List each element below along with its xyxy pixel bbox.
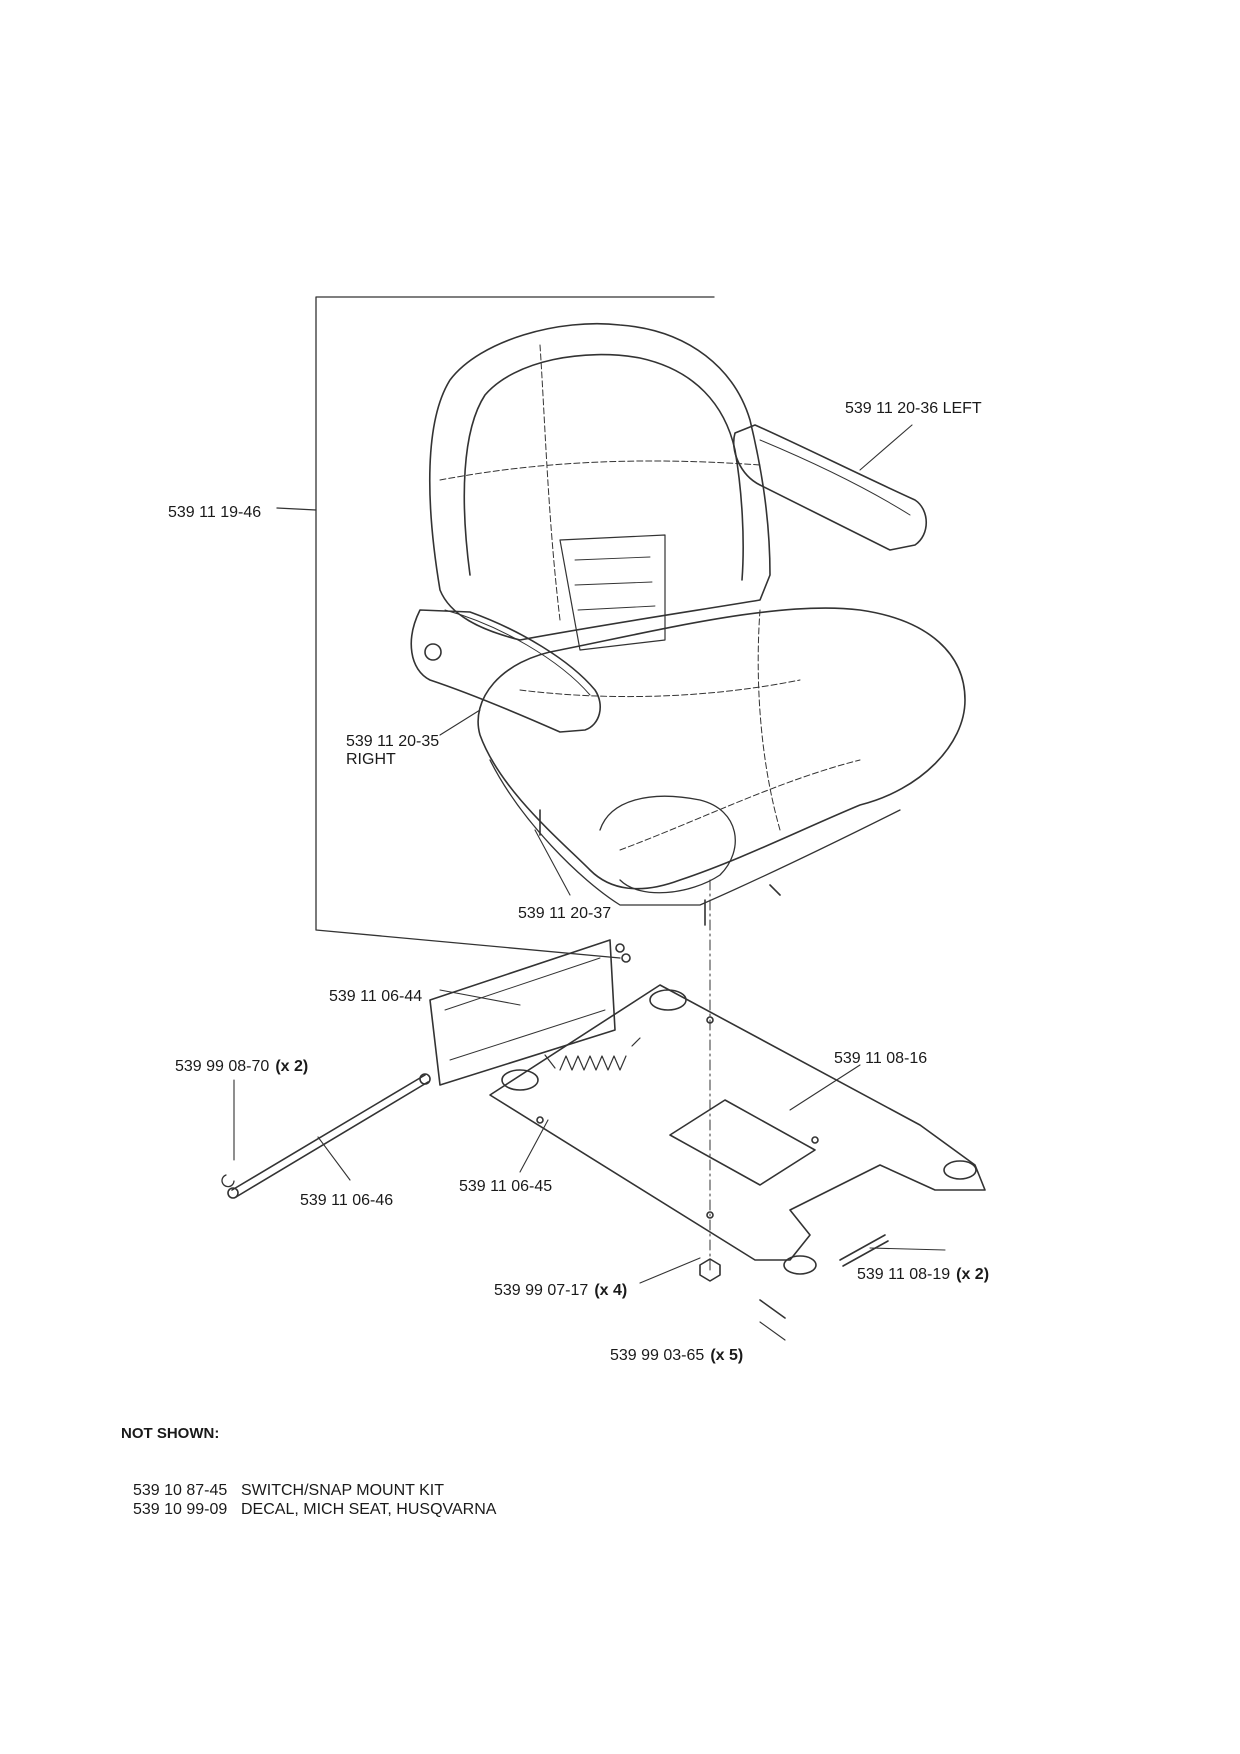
right-armrest <box>410 609 601 733</box>
not-shown-description: DECAL, MICH SEAT, HUSQVARNA <box>241 1501 497 1518</box>
not-shown-list: 539 10 87-45 SWITCH/SNAP MOUNT KIT 539 10… <box>133 1481 496 1519</box>
not-shown-part-number: 539 10 99-09 <box>133 1501 228 1518</box>
callout-part-number: 539 11 20-35 <box>346 733 440 750</box>
callout-quantity: (x 2) <box>275 1058 309 1075</box>
not-shown-part-number: 539 10 87-45 <box>133 1482 228 1499</box>
callout-part-number: 539 11 06-46 <box>300 1192 394 1209</box>
callout-slide-rail: 539 11 06-44 <box>329 988 422 1006</box>
callout-part-number: 539 11 19-46 <box>168 504 262 521</box>
callout-spring: 539 11 06-45 <box>459 1178 552 1196</box>
callout-right-armrest: 539 11 20-35 RIGHT <box>346 733 439 769</box>
not-shown-item: 539 10 87-45 SWITCH/SNAP MOUNT KIT <box>133 1481 496 1500</box>
callout-mounting-plate: 539 11 08-16 <box>834 1050 927 1068</box>
callout-cotter-pin: 539 99 03-65 (x 5) <box>610 1347 743 1365</box>
callout-seat-assembly: 539 11 19-46 <box>168 504 261 522</box>
callout-part-number: 539 11 06-45 <box>459 1178 553 1195</box>
callout-seat-base: 539 11 20-37 <box>518 905 611 923</box>
callout-description: RIGHT <box>346 751 396 768</box>
spring <box>544 1037 641 1071</box>
callout-description: LEFT <box>942 400 982 417</box>
seat-slide-rail <box>429 939 631 1086</box>
callout-quantity: (x 2) <box>956 1266 990 1283</box>
callout-part-number: 539 99 03-65 <box>610 1347 705 1364</box>
callout-part-number: 539 11 08-19 <box>857 1266 951 1283</box>
not-shown-heading: NOT SHOWN: <box>121 1425 220 1442</box>
not-shown-description: SWITCH/SNAP MOUNT KIT <box>241 1482 444 1499</box>
seat-backrest <box>429 322 771 651</box>
callout-clip: 539 99 08-70 (x 2) <box>175 1058 308 1076</box>
callout-part-number: 539 11 20-37 <box>518 905 612 922</box>
seat-cushion <box>477 607 966 926</box>
callout-part-number: 539 99 07-17 <box>494 1282 589 1299</box>
left-armrest <box>733 424 928 551</box>
callout-nut: 539 99 07-17 (x 4) <box>494 1282 627 1300</box>
callout-rod: 539 11 06-46 <box>300 1192 393 1210</box>
leader-lines <box>233 424 946 1341</box>
callout-left-armrest: 539 11 20-36 LEFT <box>845 400 982 418</box>
callout-part-number: 539 99 08-70 <box>175 1058 270 1075</box>
callout-part-number: 539 11 20-36 <box>845 400 939 417</box>
callout-pin: 539 11 08-19 (x 2) <box>857 1266 989 1284</box>
not-shown-item: 539 10 99-09 DECAL, MICH SEAT, HUSQVARNA <box>133 1500 496 1519</box>
callout-part-number: 539 11 06-44 <box>329 988 423 1005</box>
assembly-bracket <box>276 296 715 959</box>
pins-and-hardware <box>221 1073 889 1319</box>
callout-part-number: 539 11 08-16 <box>834 1050 928 1067</box>
callout-quantity: (x 4) <box>594 1282 628 1299</box>
callout-quantity: (x 5) <box>710 1347 744 1364</box>
mounting-plate <box>489 984 986 1275</box>
